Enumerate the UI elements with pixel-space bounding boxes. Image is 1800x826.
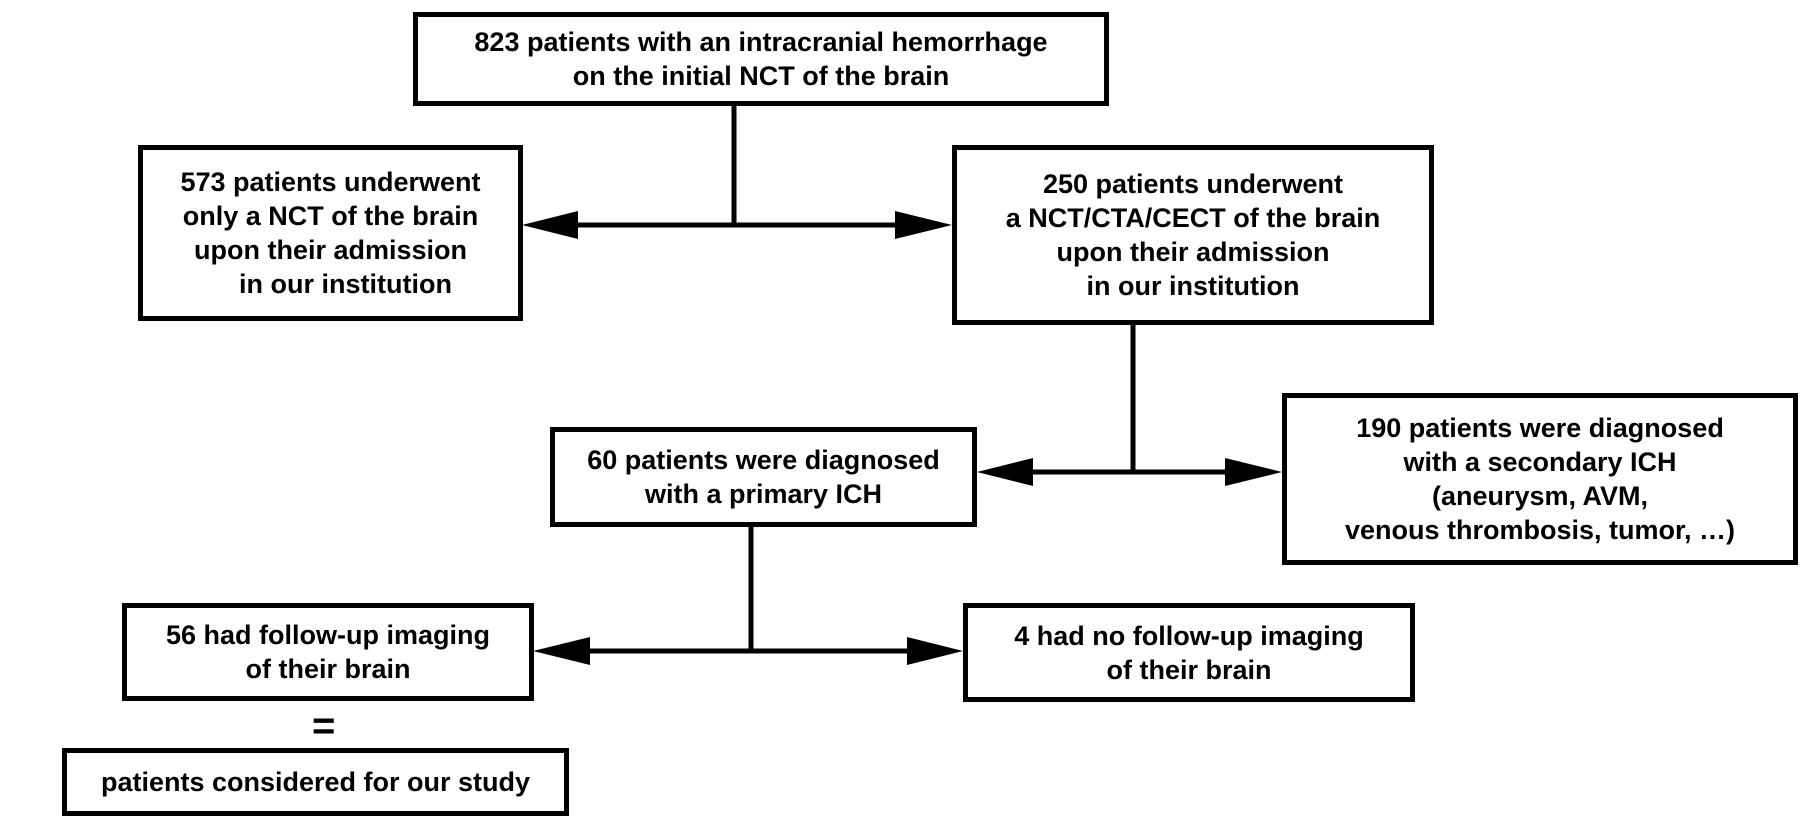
arrowhead-to-secondary: [1225, 458, 1282, 486]
arrowhead-to-nct-only: [522, 211, 578, 239]
box-nct-only-line-1: 573 patients underwent: [180, 167, 481, 197]
arrowhead-to-nct-cta: [895, 211, 952, 239]
box-nct-only: 573 patients underwent only a NCT of the…: [138, 145, 523, 321]
box-secondary-line-4: venous thrombosis, tumor, …): [1344, 515, 1736, 545]
box-nct-cta: 250 patients underwent a NCT/CTA/CECT of…: [952, 145, 1434, 325]
arrowhead-to-no-followup: [907, 637, 963, 665]
arrowhead-to-followup: [533, 637, 590, 665]
box-nct-cta-line-3: upon their admission: [1056, 237, 1330, 267]
box-nct-cta-line-2: a NCT/CTA/CECT of the brain: [1005, 203, 1381, 233]
box-start: 823 patients with an intracranial hemorr…: [413, 12, 1109, 106]
box-followup: 56 had follow-up imaging of their brain: [122, 603, 534, 701]
box-start-line-2: on the initial NCT of the brain: [572, 61, 950, 91]
box-nct-only-line-2: only a NCT of the brain: [182, 201, 479, 231]
box-nct-cta-line-1: 250 patients underwent: [1042, 169, 1344, 199]
box-primary-line-2: with a primary ICH: [644, 479, 883, 509]
box-followup-line-2: of their brain: [245, 654, 411, 684]
box-nct-cta-line-4: in our institution: [1086, 271, 1300, 301]
box-secondary-line-2: with a secondary ICH: [1403, 447, 1677, 477]
box-followup-line-1: 56 had follow-up imaging: [166, 620, 490, 650]
arrowhead-to-primary: [977, 458, 1033, 486]
box-study-line-1: patients considered for our study: [100, 767, 531, 797]
box-secondary: 190 patients were diagnosed with a secon…: [1282, 393, 1798, 565]
box-no-followup-line-1: 4 had no follow-up imaging: [1014, 620, 1364, 651]
box-primary: 60 patients were diagnosed with a primar…: [550, 427, 977, 527]
equals-sign: =: [312, 704, 336, 748]
box-secondary-line-3: (aneurysm, AVM,: [1431, 481, 1649, 511]
box-primary-line-1: 60 patients were diagnosed: [587, 445, 940, 475]
box-no-followup-line-2: of their brain: [1106, 654, 1272, 685]
box-study: patients considered for our study: [62, 748, 569, 816]
box-nct-only-line-4: in our institution: [209, 269, 452, 299]
box-secondary-line-1: 190 patients were diagnosed: [1356, 413, 1724, 443]
box-nct-only-line-3: upon their admission: [193, 235, 468, 265]
box-no-followup: 4 had no follow-up imaging of their brai…: [963, 603, 1415, 702]
box-start-line-1: 823 patients with an intracranial hemorr…: [474, 27, 1048, 57]
